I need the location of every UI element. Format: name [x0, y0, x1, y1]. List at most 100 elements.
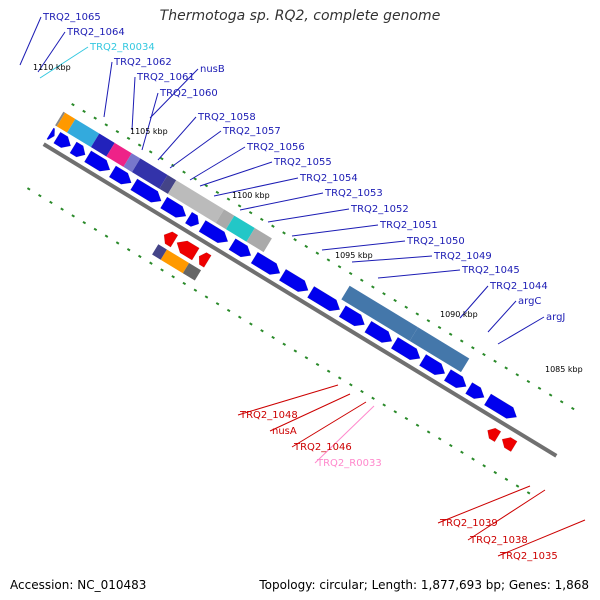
- gene-label-4: nusB: [200, 64, 225, 75]
- tick-lower: [449, 443, 453, 448]
- leader-line-27: [497, 519, 586, 557]
- tick-lower: [171, 275, 175, 279]
- leader-line-14: [291, 224, 379, 237]
- gene-label-13: TRQ2_1052: [350, 204, 409, 215]
- tick-upper: [271, 224, 275, 228]
- tick-lower: [138, 254, 142, 259]
- forward-gene-4: [53, 131, 71, 149]
- gene-label-2: TRQ2_R0034: [89, 42, 155, 53]
- gene-label-6: TRQ2_1060: [159, 88, 218, 99]
- forward-gene-2: [29, 117, 46, 133]
- tick-upper: [182, 170, 186, 174]
- gene-label-3: TRQ2_1062: [113, 57, 172, 68]
- tick-lower: [82, 221, 87, 225]
- forward-gene-7: [108, 165, 132, 185]
- forward-gene-1: [0, 99, 30, 123]
- forward-gene-9: [160, 196, 187, 218]
- tick-upper: [15, 69, 20, 73]
- tick-upper: [237, 204, 242, 208]
- kbp-label-2: 1100 kbp: [232, 191, 270, 200]
- tick-upper: [582, 413, 586, 417]
- reverse-gene-2: [198, 252, 212, 268]
- kbp-label-0: 1110 kbp: [33, 63, 71, 72]
- tick-upper: [193, 177, 197, 181]
- tick-lower: [471, 457, 475, 461]
- tick-lower: [15, 180, 20, 184]
- tick-lower: [537, 497, 542, 502]
- tick-lower: [337, 376, 342, 380]
- tick-lower: [326, 369, 331, 373]
- tick-upper: [515, 373, 520, 377]
- gene-label-18: TRQ2_1044: [489, 281, 548, 292]
- leader-line-0: [19, 16, 42, 66]
- gene-label-9: TRQ2_1056: [246, 142, 305, 153]
- gene-label-20: argJ: [546, 312, 565, 323]
- leader-line-7: [157, 116, 197, 161]
- leader-line-5: [131, 76, 136, 131]
- tick-upper: [160, 157, 164, 161]
- gc-band-0: [0, 64, 11, 94]
- gene-label-16: TRQ2_1049: [433, 251, 492, 262]
- tick-lower: [371, 396, 375, 400]
- tick-lower: [415, 423, 420, 427]
- tick-lower: [282, 342, 287, 346]
- kbp-label-4: 1090 kbp: [440, 310, 478, 319]
- tick-upper: [148, 150, 153, 154]
- tick-lower: [271, 335, 275, 340]
- tick-lower: [349, 383, 353, 387]
- gc-band-15: [409, 327, 470, 373]
- gene-label-22: nusA: [272, 426, 297, 437]
- kbp-label-1: 1105 kbp: [130, 127, 168, 136]
- tick-upper: [226, 197, 231, 201]
- gene-label-19: argC: [518, 296, 541, 307]
- tick-upper: [482, 352, 486, 357]
- gc-band-5: [90, 133, 115, 157]
- gc-band-13: [246, 228, 272, 253]
- forward-gene-22: [483, 393, 518, 419]
- tick-upper: [93, 116, 97, 120]
- accession-text: Accession: NC_010483: [10, 578, 147, 592]
- leader-line-11: [213, 177, 299, 197]
- forward-gene-8: [130, 178, 162, 203]
- leader-line-2: [39, 46, 89, 79]
- leader-line-10: [199, 161, 273, 187]
- tick-lower: [382, 403, 386, 407]
- tick-lower: [315, 362, 320, 367]
- gc-band-10: [167, 180, 225, 224]
- leader-line-8: [169, 130, 222, 169]
- leader-line-9: [189, 146, 246, 181]
- forward-gene-21: [465, 382, 485, 400]
- gc-band-orange: [160, 249, 190, 274]
- tick-lower: [560, 511, 564, 515]
- tick-lower: [204, 295, 209, 299]
- label-leader-lines: [19, 16, 586, 557]
- reverse-gene-b1: [501, 437, 518, 452]
- forward-gene-19: [418, 354, 446, 376]
- tick-upper: [137, 143, 142, 147]
- gene-label-1: TRQ2_1064: [66, 27, 125, 38]
- gene-label-5: TRQ2_1061: [136, 72, 195, 83]
- leader-line-4: [149, 68, 199, 119]
- forward-gene-13: [250, 251, 281, 275]
- tick-upper: [337, 265, 342, 269]
- tick-upper: [293, 238, 297, 242]
- forward-gene-15: [307, 286, 341, 312]
- tick-lower: [104, 234, 109, 238]
- leader-line-20: [497, 316, 545, 345]
- kbp-label-3: 1095 kbp: [335, 251, 373, 260]
- tick-upper: [204, 184, 209, 188]
- tick-lower: [237, 315, 242, 319]
- gene-label-11: TRQ2_1054: [299, 173, 358, 184]
- gc-band-7: [123, 153, 141, 173]
- gc-band-grey: [182, 262, 202, 281]
- leader-line-21: [237, 384, 339, 416]
- tick-upper: [559, 400, 564, 404]
- gc-band-6: [106, 142, 132, 167]
- tick-upper: [359, 278, 364, 282]
- forward-gene-16: [338, 305, 365, 327]
- leader-line-23: [291, 401, 367, 448]
- reverse-gene-b0: [487, 427, 502, 443]
- tick-upper: [393, 298, 397, 303]
- forward-gene-6: [84, 150, 111, 172]
